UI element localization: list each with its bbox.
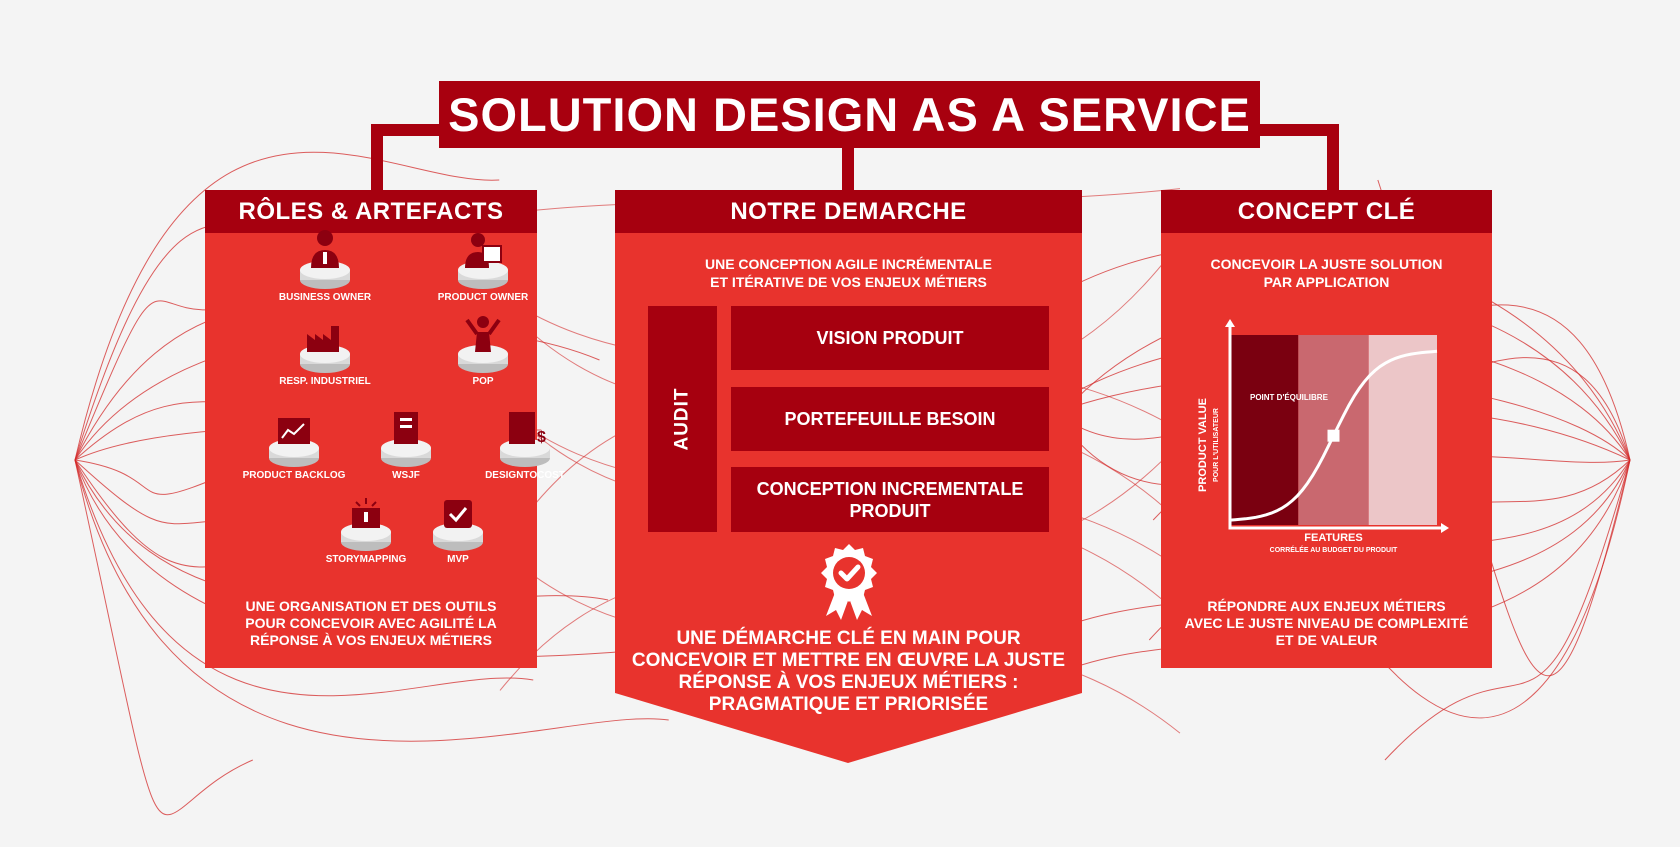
concept-cle-panel: CONCEPT CLÉ CONCEVOIR LA JUSTE SOLUTION … (1161, 190, 1492, 668)
equilibrium-label: POINT D'ÉQUILIBRE (1250, 393, 1329, 402)
role-label: DESIGNTOCOST (485, 470, 565, 481)
x-axis-label: FEATURES (1304, 532, 1362, 544)
chart-axes (1228, 323, 1443, 530)
demarche-subtitle: UNE CONCEPTION AGILE INCRÉMENTALE ET ITÉ… (615, 255, 1082, 291)
role-item: RESP. INDUSTRIEL (265, 312, 385, 387)
role-label: WSJF (392, 470, 420, 481)
role-item: WSJF (346, 406, 466, 481)
x-axis-arrow (1441, 523, 1449, 533)
demarche-footer-line: CONCEVOIR ET METTRE EN ŒUVRE LA JUSTE (631, 650, 1066, 671)
stage-label: PORTEFEUILLE BESOIN (784, 409, 996, 429)
stage-vision-produit: VISION PRODUIT (731, 306, 1049, 370)
concept-subtitle-line: CONCEVOIR LA JUSTE SOLUTION (1210, 256, 1443, 272)
equilibrium-point (1327, 429, 1340, 442)
main-title: SOLUTION DESIGN AS A SERVICE (448, 88, 1251, 141)
chart-zone (1368, 335, 1437, 525)
role-item: PRODUCT OWNER (423, 228, 543, 303)
network-line (74, 459, 236, 495)
audit-label: AUDIT (671, 387, 693, 451)
concept-cle-heading: CONCEPT CLÉ (1161, 190, 1492, 233)
network-line (74, 459, 534, 697)
stage-label: PRODUIT (849, 500, 931, 521)
role-label: POP (472, 376, 494, 387)
roles-artefacts-panel: RÔLES & ARTEFACTS BUSINESS OWNER PRODUCT … (205, 190, 565, 668)
role-label: STORYMAPPING (325, 554, 407, 565)
concept-footer-text: RÉPONDRE AUX ENJEUX MÉTIERS AVEC LE JUST… (1161, 598, 1492, 649)
roles-footer-line: UNE ORGANISATION ET DES OUTILS (245, 598, 497, 614)
demarche-subtitle-line: ET ITÉRATIVE DE VOS ENJEUX MÉTIERS (710, 274, 987, 290)
concept-footer-line: AVEC LE JUSTE NIVEAU DE COMPLEXITÉ (1184, 615, 1469, 631)
business-owner-icon (300, 230, 350, 289)
roles-artefacts-heading: RÔLES & ARTEFACTS (205, 190, 537, 233)
role-item: POP (423, 312, 543, 387)
concept-footer-line: ET DE VALEUR (1275, 632, 1378, 648)
y-axis-arrow (1225, 319, 1235, 327)
demarche-subtitle-line: UNE CONCEPTION AGILE INCRÉMENTALE (704, 256, 992, 272)
role-label: PRODUCT BACKLOG (242, 470, 346, 481)
y-axis-sublabel: POUR L'UTILISATEUR (1213, 408, 1220, 482)
y-axis-label: PRODUCT VALUE (1197, 398, 1209, 492)
x-axis-sublabel: CORRÉLÉE AU BUDGET DU PRODUIT (1270, 545, 1398, 554)
network-line (74, 459, 669, 742)
storymapping-icon (341, 498, 391, 551)
design-to-cost-icon: $ (500, 412, 550, 467)
roles-footer-line: RÉPONSE À VOS ENJEUX MÉTIERS (250, 632, 492, 648)
stage-label: CONCEPTION INCREMENTALE (756, 478, 1024, 499)
role-label: PRODUCT OWNER (437, 292, 529, 303)
notre-demarche-panel: NOTRE DEMARCHE UNE CONCEPTION AGILE INCR… (615, 190, 1082, 763)
mvp-icon (433, 500, 483, 551)
stage-portefeuille-besoin: PORTEFEUILLE BESOIN (731, 387, 1049, 451)
stage-conception-incrementale: CONCEPTION INCREMENTALE PRODUIT (731, 467, 1049, 532)
network-line (74, 459, 253, 816)
chart-zone (1230, 335, 1299, 525)
factory-icon (300, 326, 350, 373)
svg-text:$: $ (537, 429, 546, 446)
main-title-banner: SOLUTION DESIGN AS A SERVICE (439, 81, 1260, 148)
concept-subtitle-line: PAR APPLICATION (1263, 274, 1390, 290)
concept-subtitle: CONCEVOIR LA JUSTE SOLUTION PAR APPLICAT… (1161, 255, 1492, 291)
award-badge-icon (821, 544, 877, 620)
stage-label: VISION PRODUIT (816, 328, 964, 348)
role-item: STORYMAPPING (306, 490, 426, 565)
roles-footer-text: UNE ORGANISATION ET DES OUTILS POUR CONC… (205, 598, 537, 649)
backlog-icon (269, 418, 319, 467)
role-item: $ DESIGNTOCOST (465, 406, 585, 481)
wsjf-icon (381, 412, 431, 467)
role-label: BUSINESS OWNER (278, 292, 372, 303)
role-label: MVP (447, 554, 469, 565)
notre-demarche-heading: NOTRE DEMARCHE (730, 197, 967, 225)
demarche-footer-line: RÉPONSE À VOS ENJEUX MÉTIERS : (678, 672, 1019, 693)
demarche-footer-line: PRAGMATIQUE ET PRIORISÉE (708, 694, 989, 715)
role-item: PRODUCT BACKLOG (234, 406, 354, 481)
network-line (1384, 459, 1631, 761)
concept-footer-line: RÉPONDRE AUX ENJEUX MÉTIERS (1207, 598, 1446, 614)
demarche-footer-text: UNE DÉMARCHE CLÉ EN MAIN POUR CONCEVOIR … (615, 628, 1082, 716)
network-line (74, 151, 500, 461)
pop-icon (458, 316, 508, 373)
role-item: BUSINESS OWNER (265, 228, 385, 303)
roles-footer-line: POUR CONCEVOIR AVEC AGILITÉ LA (245, 615, 497, 631)
role-label: RESP. INDUSTRIEL (279, 376, 371, 387)
audit-block: AUDIT (648, 306, 717, 532)
role-item: MVP (398, 490, 518, 565)
demarche-footer-line: UNE DÉMARCHE CLÉ EN MAIN POUR (676, 628, 1021, 649)
product-owner-icon (458, 233, 508, 289)
